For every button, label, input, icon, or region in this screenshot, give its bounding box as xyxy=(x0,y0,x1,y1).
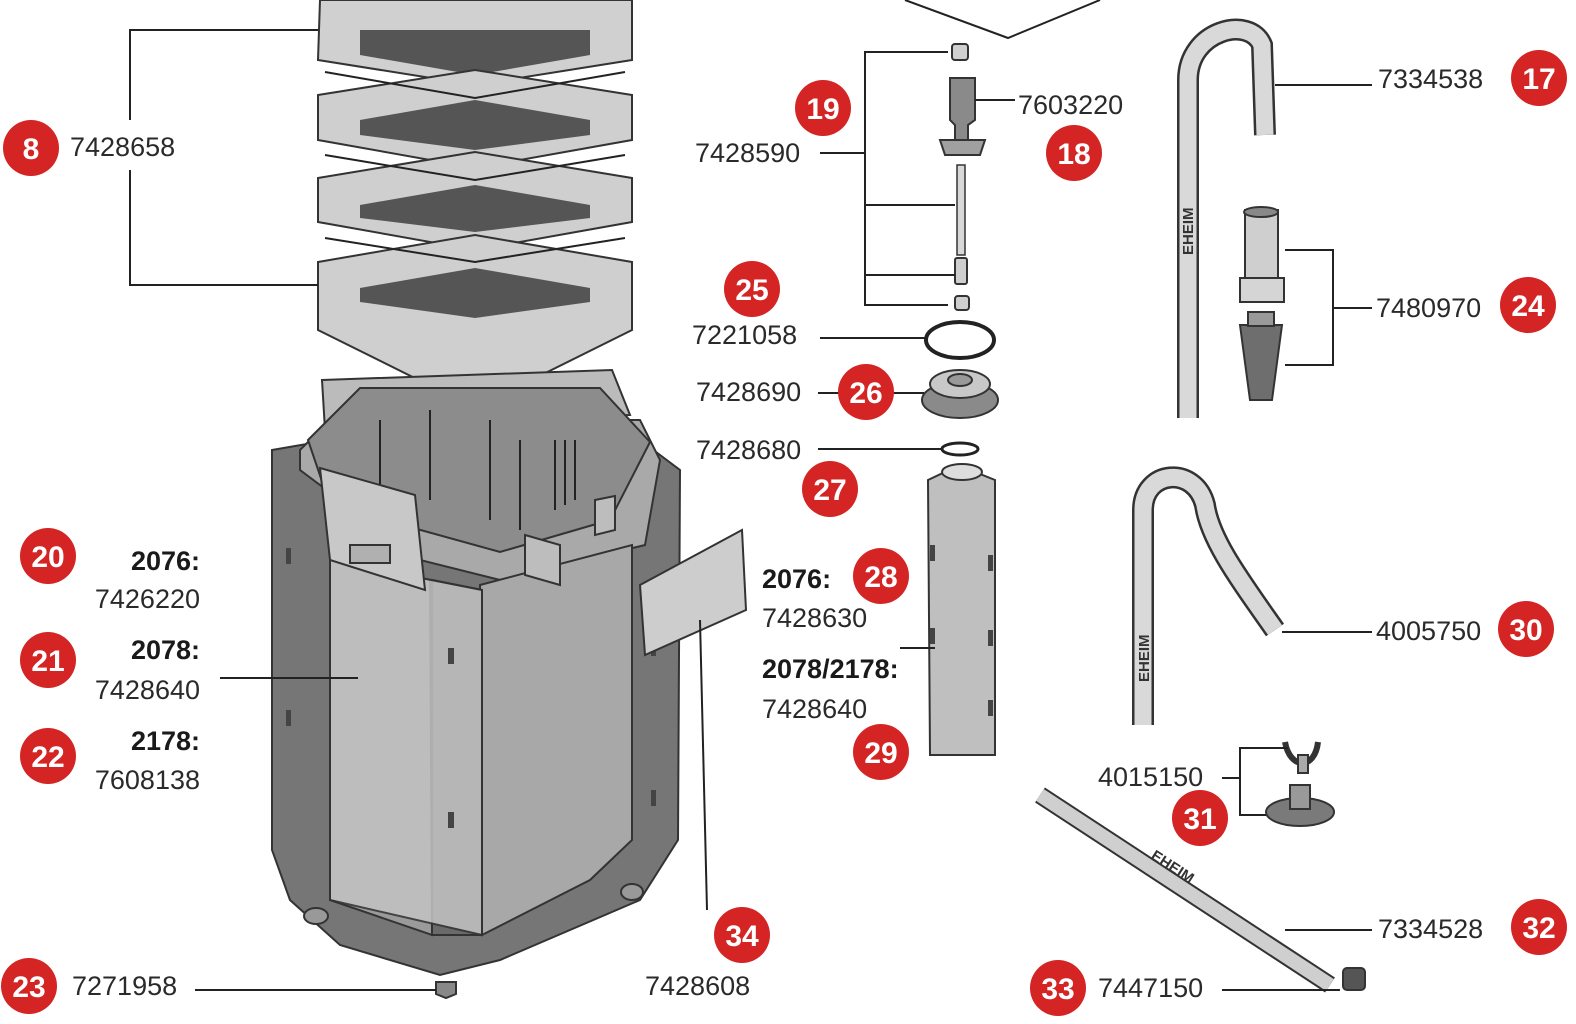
callout-25: 25 7221058 xyxy=(692,261,797,350)
svg-text:8: 8 xyxy=(23,133,40,166)
svg-text:7334538: 7334538 xyxy=(1378,64,1483,94)
callout-33: 33 7447150 xyxy=(1030,960,1203,1016)
svg-text:7428690: 7428690 xyxy=(696,377,801,407)
svg-text:7608138: 7608138 xyxy=(95,765,200,795)
svg-text:7428630: 7428630 xyxy=(762,603,867,633)
svg-text:2078/2178:: 2078/2178: xyxy=(762,654,899,684)
canister-body xyxy=(271,368,682,977)
callout-17: 7334538 17 xyxy=(1378,50,1567,106)
outlet-pipe: EHEIM xyxy=(1132,466,1285,725)
impeller-assembly xyxy=(938,43,987,311)
callout-19: 19 7428590 xyxy=(695,80,851,168)
svg-text:7603220: 7603220 xyxy=(1018,90,1123,120)
svg-text:34: 34 xyxy=(725,920,759,953)
clip-and-suction-cup xyxy=(1265,741,1335,827)
svg-text:31: 31 xyxy=(1183,803,1216,836)
callout-23: 23 7271958 xyxy=(1,958,177,1014)
svg-text:25: 25 xyxy=(735,274,768,307)
svg-text:28: 28 xyxy=(864,561,897,594)
callout-21: 21 2078: 7428640 xyxy=(20,632,200,705)
svg-text:30: 30 xyxy=(1509,614,1542,647)
callout-30: 4005750 30 xyxy=(1376,601,1554,657)
svg-text:32: 32 xyxy=(1522,912,1555,945)
svg-text:2076:: 2076: xyxy=(131,546,200,576)
svg-text:4005750: 4005750 xyxy=(1376,616,1481,646)
side-handle xyxy=(638,528,748,657)
callout-18: 7603220 18 xyxy=(1018,90,1123,181)
svg-text:33: 33 xyxy=(1041,973,1074,1006)
svg-text:7480970: 7480970 xyxy=(1376,293,1481,323)
intake-strainer xyxy=(1238,206,1285,401)
o-ring xyxy=(924,320,996,360)
svg-text:7426220: 7426220 xyxy=(95,584,200,614)
impeller-cover xyxy=(921,369,999,419)
svg-text:19: 19 xyxy=(806,93,839,126)
svg-text:18: 18 xyxy=(1057,138,1090,171)
callout-34: 34 7428608 xyxy=(645,907,770,1001)
svg-text:7428640: 7428640 xyxy=(95,675,200,705)
svg-text:7334528: 7334528 xyxy=(1378,914,1483,944)
svg-text:17: 17 xyxy=(1522,63,1555,96)
callout-24: 7480970 24 xyxy=(1376,277,1556,333)
callout-31: 4015150 31 xyxy=(1098,762,1228,846)
svg-text:2078:: 2078: xyxy=(131,635,200,665)
svg-text:2178:: 2178: xyxy=(131,726,200,756)
svg-text:20: 20 xyxy=(31,541,64,574)
intake-pipe: EHEIM xyxy=(1177,18,1276,418)
svg-text:26: 26 xyxy=(849,377,882,410)
svg-text:27: 27 xyxy=(813,474,846,507)
svg-text:4015150: 4015150 xyxy=(1098,762,1203,792)
filter-basket-stack xyxy=(316,0,633,410)
svg-text:7428658: 7428658 xyxy=(70,132,175,162)
callout-26: 7428690 26 xyxy=(696,364,894,420)
svg-text:29: 29 xyxy=(864,737,897,770)
callout-27: 7428680 27 xyxy=(696,435,858,517)
end-cap xyxy=(1342,967,1366,991)
brand-label-outlet: EHEIM xyxy=(1136,634,1153,682)
foot-part xyxy=(435,981,457,1000)
svg-text:21: 21 xyxy=(31,645,64,678)
svg-text:7447150: 7447150 xyxy=(1098,973,1203,1003)
svg-text:7428640: 7428640 xyxy=(762,694,867,724)
svg-text:24: 24 xyxy=(1511,290,1545,323)
callout-29: 2078/2178: 7428640 29 xyxy=(762,654,909,780)
leader-lines xyxy=(129,29,1372,991)
callout-28: 2076: 28 7428630 xyxy=(762,548,909,633)
svg-text:7271958: 7271958 xyxy=(72,971,177,1001)
prefilter-tube xyxy=(926,463,996,756)
svg-text:7428590: 7428590 xyxy=(695,138,800,168)
callout-8: 8 7428658 xyxy=(3,120,175,176)
callout-22: 22 2178: 7608138 xyxy=(20,726,200,795)
brand-label-intake: EHEIM xyxy=(1180,207,1197,255)
svg-text:7428608: 7428608 xyxy=(645,971,750,1001)
lid-outline xyxy=(904,0,1101,40)
callout-20: 20 2076: 7426220 xyxy=(20,528,200,614)
callout-32: 7334528 32 xyxy=(1378,899,1567,955)
svg-text:7221058: 7221058 xyxy=(692,320,797,350)
svg-text:2076:: 2076: xyxy=(762,564,831,594)
svg-text:23: 23 xyxy=(12,971,45,1004)
svg-text:7428680: 7428680 xyxy=(696,435,801,465)
svg-text:22: 22 xyxy=(31,741,64,774)
small-o-ring xyxy=(940,441,980,457)
